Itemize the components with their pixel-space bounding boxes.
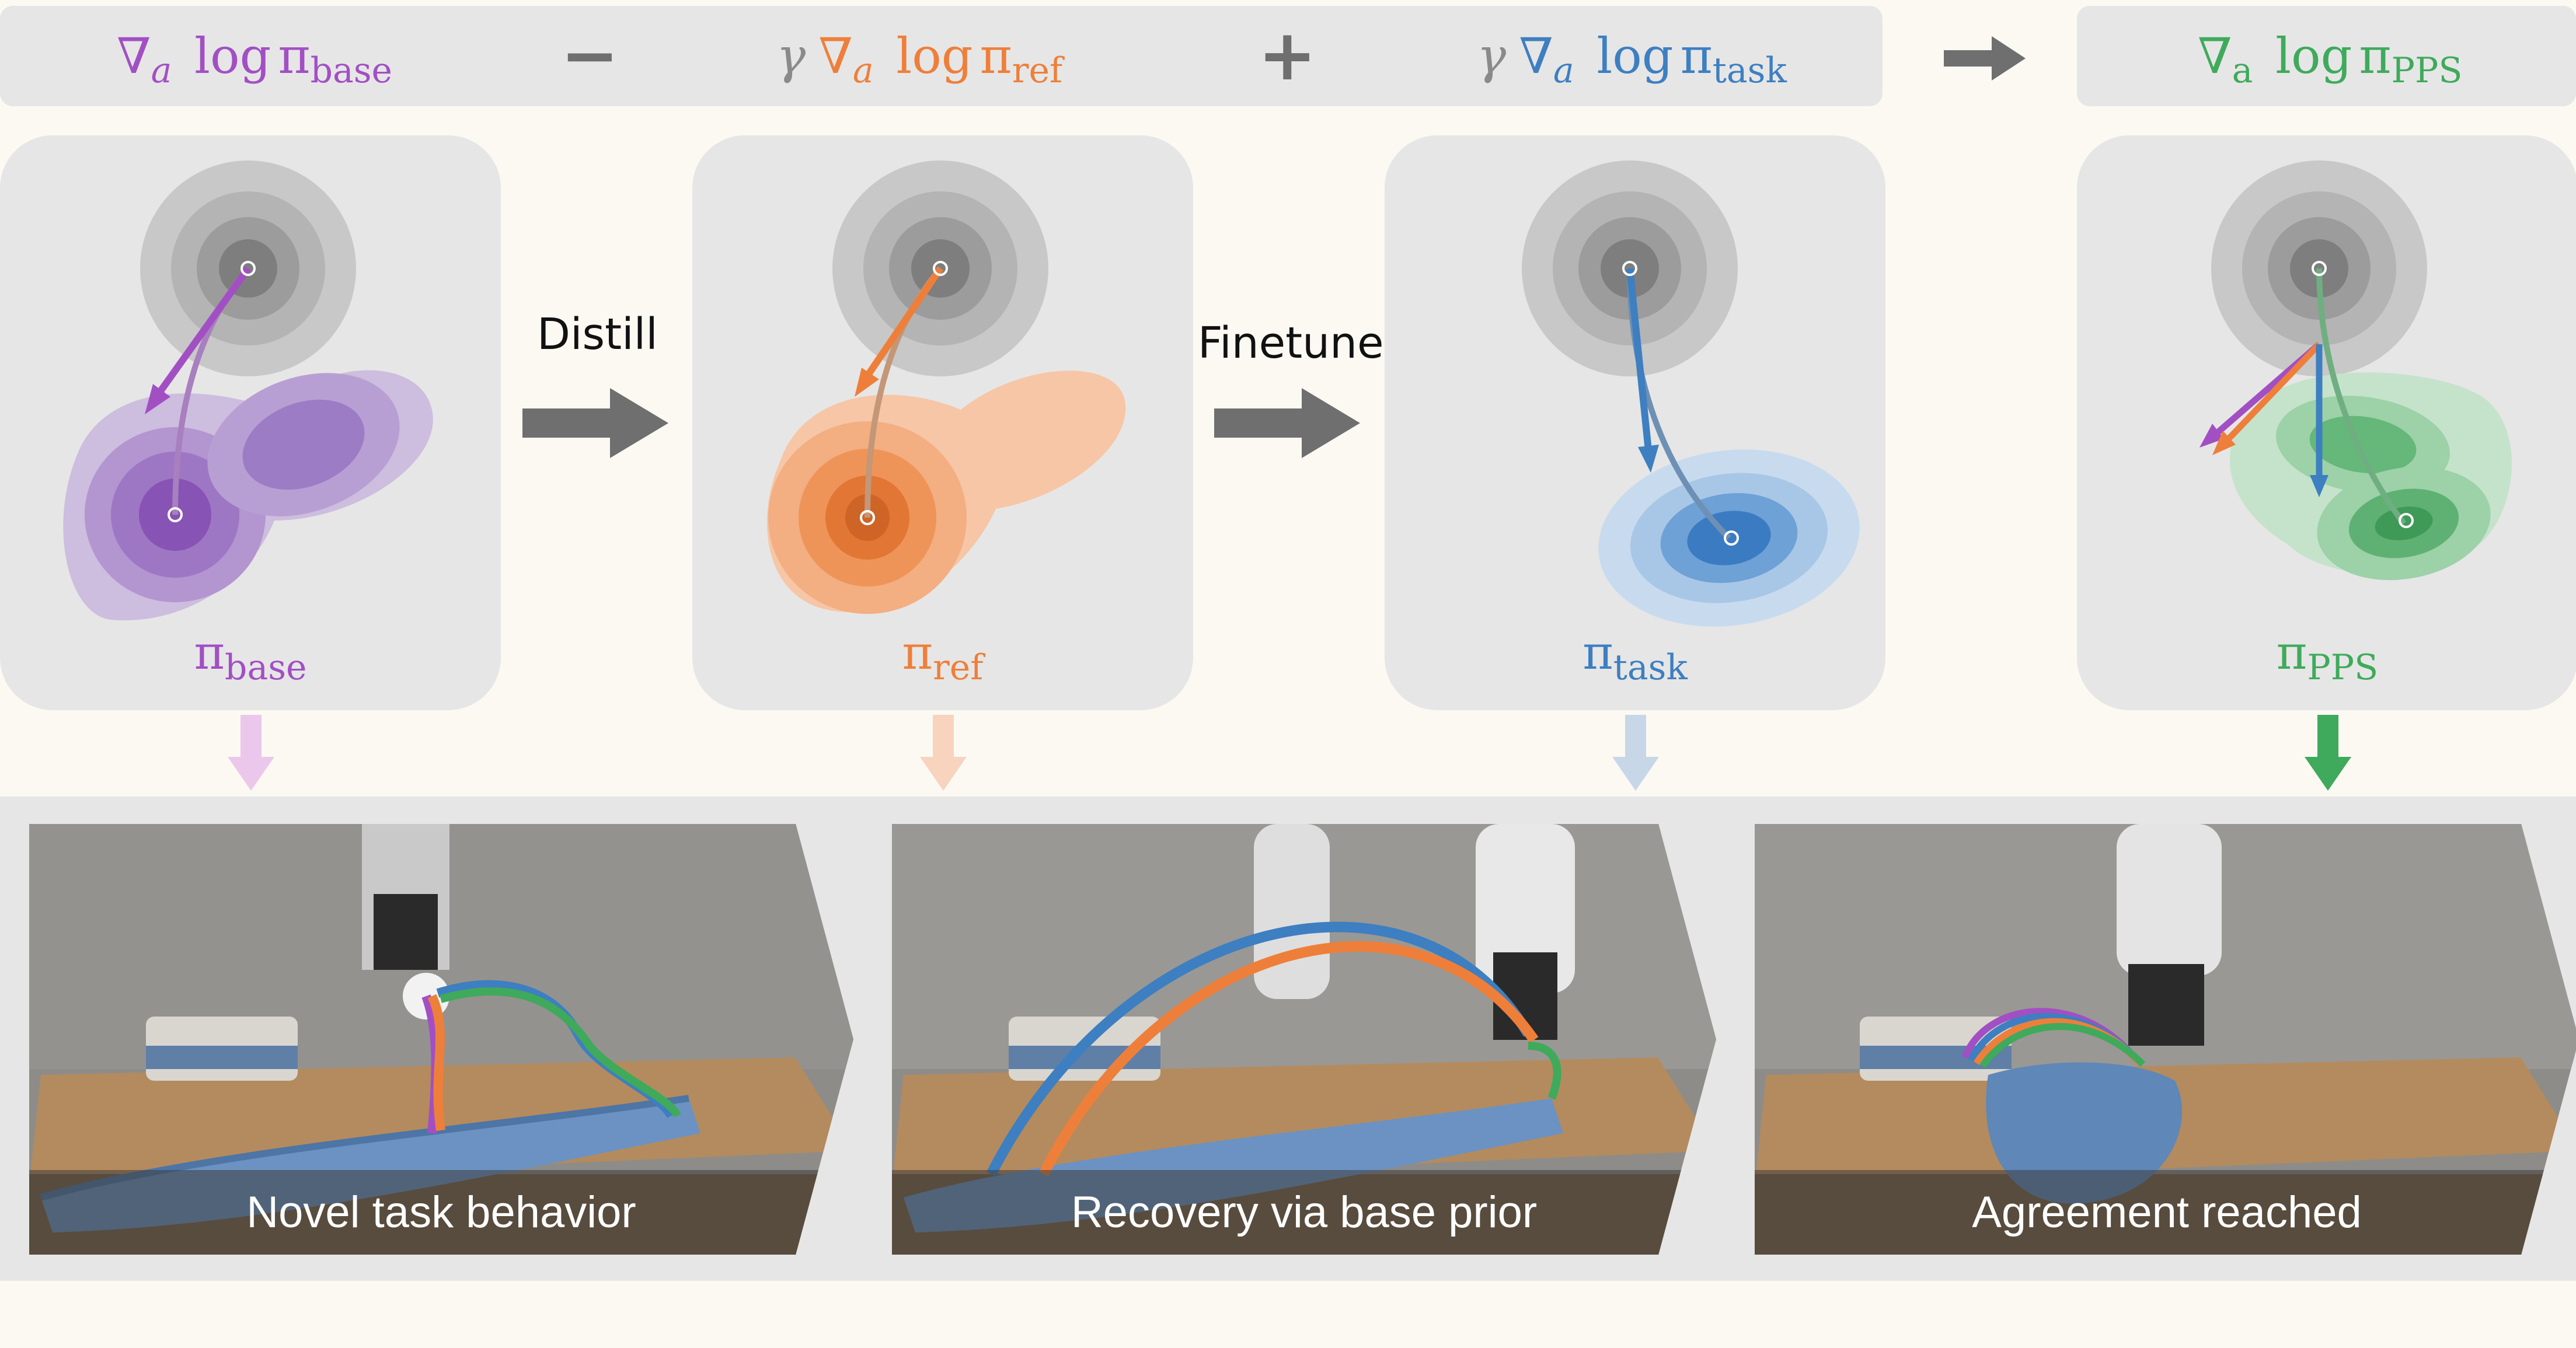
gray-block-arrow-icon [1214, 388, 1360, 458]
robot-arm [2117, 824, 2222, 976]
caption-agreement: Agreement reached [1755, 1170, 2576, 1255]
arrowhead-icon [2212, 431, 2236, 455]
down-arrow-icon [2305, 715, 2351, 791]
caption-novel-task: Novel task behavior [29, 1170, 853, 1255]
robot-arm [1476, 824, 1575, 993]
panel-label-base: πbase [194, 626, 307, 688]
base-distribution-plot [63, 160, 433, 621]
arrowhead-icon [1638, 445, 1659, 473]
panel-label-pps: πPPS [2276, 626, 2379, 688]
task-gradient-symbol: ∇a [1519, 27, 1574, 91]
base-gradient-symbol: ∇a [117, 27, 172, 91]
folded-jeans [1986, 1062, 2183, 1204]
ref-score-arrow [2225, 342, 2321, 442]
result-bar [2077, 6, 2576, 106]
start-point-marker [1622, 261, 1637, 276]
equation-bar [0, 6, 1883, 106]
panel-ref: πref [692, 135, 1193, 710]
task-trajectory [986, 921, 1533, 1177]
down-arrow-icon [920, 715, 967, 791]
base-mixture-density [63, 370, 433, 621]
rollout-photo-agreement: Agreement reached [1755, 824, 2576, 1255]
distill-label: Distill [537, 309, 658, 359]
finetune-label: Finetune [1198, 318, 1384, 368]
plus-operator: + [1258, 15, 1317, 96]
ref-trajectory [427, 994, 445, 1132]
gray-block-arrow-icon [522, 388, 668, 458]
end-point-marker [168, 507, 183, 522]
minus-operator: − [560, 15, 619, 96]
arrowhead-icon [145, 384, 170, 414]
pps-distribution-plot [2199, 160, 2512, 581]
panel-task: πtask [1385, 135, 1885, 710]
down-arrow-icon [228, 715, 274, 791]
ref-score-arrow [862, 266, 943, 382]
task-density [1598, 449, 1860, 627]
start-point-marker [933, 261, 948, 276]
task-distribution-plot [1522, 160, 1860, 627]
pps-trajectory [440, 987, 681, 1118]
task-score-arrow [1626, 268, 1652, 451]
base-score-arrow [154, 266, 251, 399]
arrowhead-icon [855, 368, 879, 397]
start-point-marker [240, 261, 256, 276]
rollout-photo-novel: Novel task behavior [29, 824, 853, 1255]
end-point-marker [860, 510, 875, 525]
robot-scene-illustration [29, 824, 853, 1255]
arrowhead-icon [2199, 424, 2224, 448]
ref-trajectory [1038, 941, 1539, 1177]
end-point-marker [2399, 513, 2414, 528]
panel-label-ref: πref [902, 626, 984, 688]
sample-trajectory [2316, 268, 2406, 526]
panel-base: πbase [0, 135, 501, 710]
right-arrow-icon [1944, 36, 2026, 81]
down-arrow-icon [1612, 715, 1659, 791]
pps-gradient-symbol: ∇a [2198, 27, 2253, 91]
panel-pps: πPPS [2077, 135, 2576, 710]
ref-gradient-symbol: ∇a [818, 27, 874, 91]
start-point-marker [2312, 261, 2327, 276]
arrowhead-icon [2310, 475, 2328, 497]
panel-label-task: πtask [1582, 626, 1688, 688]
pps-trajectory [1528, 1042, 1561, 1100]
end-point-marker [1724, 530, 1739, 546]
caption-recovery: Recovery via base prior [892, 1170, 1716, 1255]
pps-density [2229, 372, 2512, 581]
pps-trajectory [1979, 1023, 2146, 1068]
ref-density [767, 371, 1126, 614]
rollout-photo-recovery: Recovery via base prior [892, 824, 1716, 1255]
ref-distribution-plot [767, 160, 1126, 614]
